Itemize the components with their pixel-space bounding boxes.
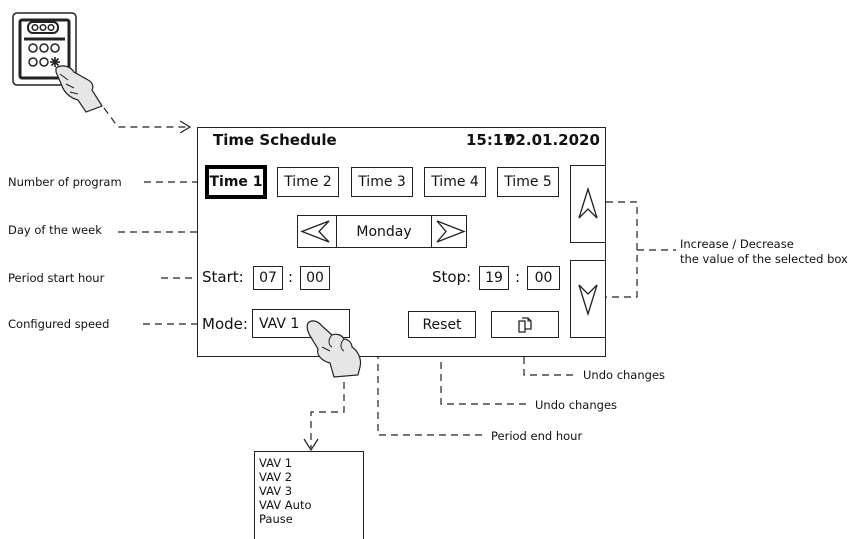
mode-option[interactable]: VAV Auto [259,498,363,512]
tab-time-5[interactable]: Time 5 [497,167,559,197]
tab-time-1[interactable]: Time 1 [205,165,267,199]
mode-options-list: VAV 1 VAV 2 VAV 3 VAV Auto Pause [254,451,364,539]
label-undo-changes-copy: Undo changes [583,368,665,382]
label-period-end: Period end hour [491,429,582,443]
label-day-of-week: Day of the week [8,223,102,237]
pointing-hand-icon [304,317,366,379]
label-configured-speed: Configured speed [8,317,109,331]
triangle-up-icon [577,187,599,221]
label-number-of-program: Number of program [8,175,122,189]
label-increase-decrease-1: Increase / Decrease [680,237,794,251]
next-day-button[interactable] [431,215,467,248]
mode-select-value: VAV 1 [259,316,299,332]
mode-option[interactable]: VAV 3 [259,484,363,498]
reset-button[interactable]: Reset [408,311,476,338]
decrease-button[interactable] [570,260,606,338]
screen-title: Time Schedule [213,131,337,149]
start-colon: : [288,268,293,286]
stop-colon: : [515,268,520,286]
mode-option[interactable]: Pause [259,512,363,526]
start-label: Start: [202,268,244,286]
label-period-start: Period start hour [8,271,104,285]
tab-time-3[interactable]: Time 3 [351,167,413,197]
mode-option[interactable]: VAV 1 [259,456,363,470]
day-value: Monday [337,215,431,248]
triangle-down-icon [577,282,599,316]
copy-button[interactable] [491,311,559,338]
tab-time-2[interactable]: Time 2 [277,167,339,197]
previous-day-button[interactable] [297,215,337,248]
triangle-left-icon [297,215,337,248]
start-minute-field[interactable]: 00 [300,266,330,290]
start-hour-field[interactable]: 07 [253,266,283,290]
clock-date: 02.01.2020 [505,131,600,149]
tab-time-4[interactable]: Time 4 [424,167,486,197]
thermostat-keypad-icon [10,10,120,114]
stop-hour-field[interactable]: 19 [479,266,509,290]
stop-minute-field[interactable]: 00 [527,266,560,290]
label-undo-changes-reset: Undo changes [535,398,617,412]
triangle-right-icon [432,215,468,248]
mode-option[interactable]: VAV 2 [259,470,363,484]
increase-button[interactable] [570,165,606,243]
stop-label: Stop: [432,268,471,286]
label-increase-decrease-2: the value of the selected box [680,252,848,266]
copy-icon [516,316,534,334]
mode-label: Mode: [202,315,248,333]
